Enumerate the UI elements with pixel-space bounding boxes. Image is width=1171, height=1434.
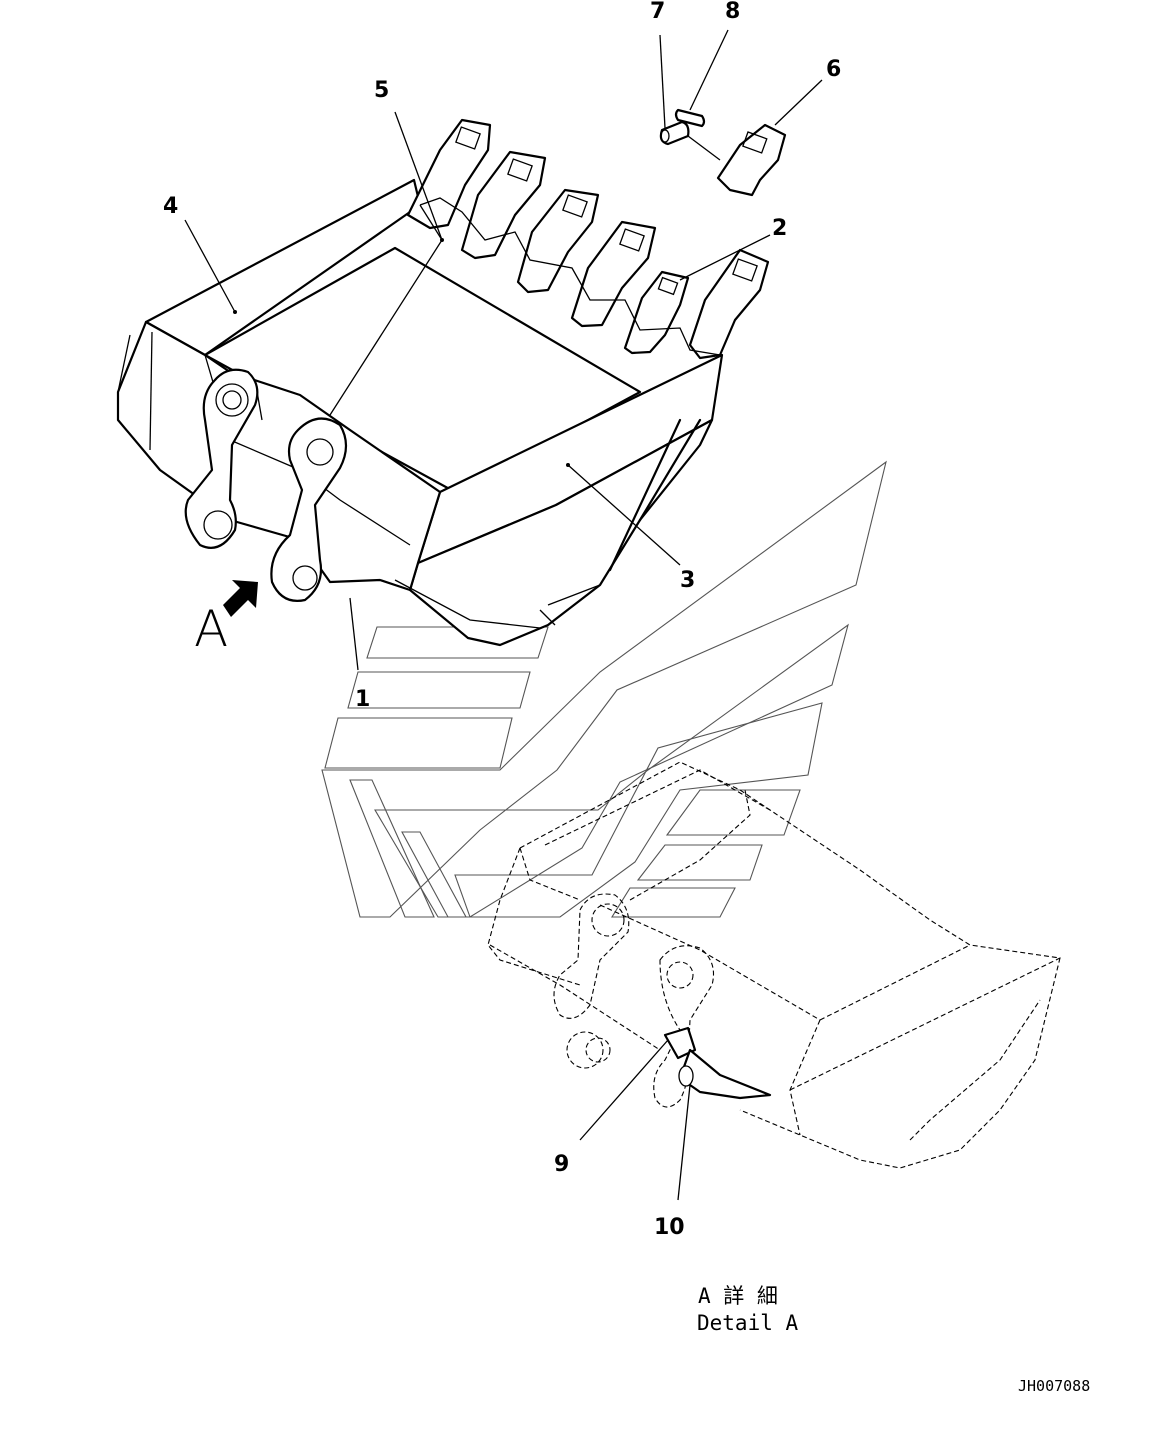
callout-2: 2 bbox=[772, 216, 787, 241]
leader-lines bbox=[184, 29, 823, 1201]
callout-4: 4 bbox=[163, 194, 178, 219]
callout-9: 9 bbox=[554, 1152, 569, 1177]
view-marker-label: A bbox=[194, 600, 228, 658]
bucket-teeth bbox=[406, 118, 770, 360]
loose-parts bbox=[659, 108, 787, 197]
callout-7: 7 bbox=[650, 0, 665, 24]
callout-1: 1 bbox=[355, 687, 370, 712]
callout-10: 10 bbox=[654, 1215, 685, 1240]
callout-numbers: 1 2 3 4 5 6 7 8 9 10 bbox=[163, 0, 841, 1240]
callout-5: 5 bbox=[374, 78, 389, 103]
drawing-code: JH007088 bbox=[1018, 1377, 1090, 1395]
view-arrow-a: A bbox=[194, 580, 258, 658]
watermark-logo bbox=[321, 460, 887, 918]
detail-caption-en: Detail A bbox=[697, 1311, 799, 1335]
arrow-icon bbox=[223, 580, 258, 617]
callout-6: 6 bbox=[826, 57, 841, 82]
callout-8: 8 bbox=[725, 0, 740, 24]
detail-caption-jp: A 詳 細 bbox=[698, 1284, 778, 1308]
callout-3: 3 bbox=[680, 568, 695, 593]
detail-a-view bbox=[487, 761, 1061, 1169]
